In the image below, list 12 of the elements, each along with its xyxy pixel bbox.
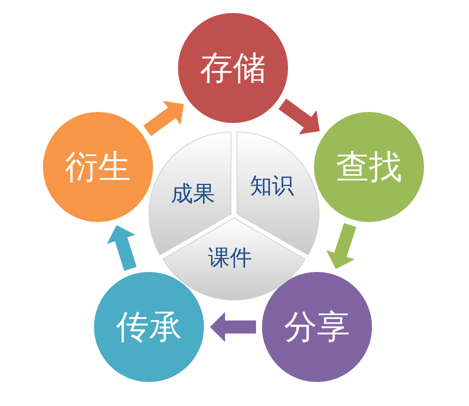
segment-label: 课件	[208, 246, 252, 272]
arrow	[210, 312, 256, 342]
stage-label: 分享	[284, 308, 350, 346]
arrow	[278, 98, 320, 134]
arrow	[326, 223, 356, 269]
stage-label: 衍生	[65, 148, 131, 186]
segment-label: 知识	[250, 174, 294, 200]
segment-label: 成果	[170, 182, 215, 208]
stage-label: 传承	[116, 308, 182, 346]
stage-label: 查找	[336, 148, 402, 186]
arrow	[106, 225, 137, 271]
stage-label: 存储	[200, 50, 266, 86]
